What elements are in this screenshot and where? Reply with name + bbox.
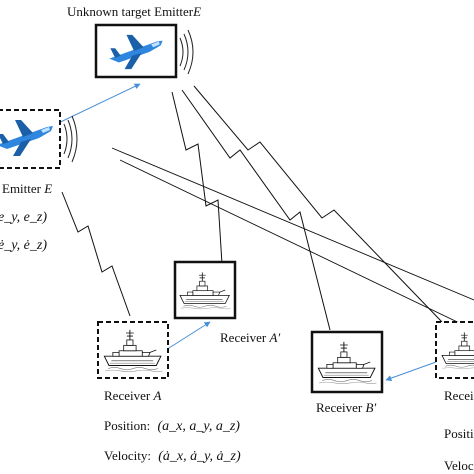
receiver-b-prime-box: [310, 330, 384, 394]
lightning-link-icon: [193, 85, 443, 323]
receiver-b-box: [435, 321, 474, 379]
receiver-b-prime-label: Receiver B′: [316, 400, 376, 416]
receiver-a-prime-box: [173, 260, 237, 320]
receiver-a-box: [97, 321, 169, 379]
receiver-a-position-label: Position:: [104, 418, 151, 433]
target-emitter-label: Unknown target EmitterE: [67, 4, 201, 20]
receiver-b-position-text: Positi: [444, 426, 474, 441]
signal-arc-icon: [179, 29, 194, 75]
emitter-left-text: Emitter: [2, 181, 41, 196]
receiver-a-position-value: (a_x, a_y, a_z): [157, 419, 240, 434]
receiver-a-velocity-row: Velocity: (ȧ_x, ȧ_y, ȧ_z): [104, 448, 241, 465]
lightning-link-icon: [181, 89, 331, 331]
receiver-a-text: Receiver: [104, 388, 151, 403]
receiver-a-position-row: Position: (a_x, a_y, a_z): [104, 418, 240, 435]
receiver-a-velocity-label: Velocity:: [104, 448, 151, 463]
receiver-b-velocity-label: Velocit: [444, 458, 474, 474]
receiver-b-prime-symbol: B′: [365, 400, 377, 415]
target-emitter-symbol: E: [193, 4, 202, 19]
emitter-left-label: Emitter E: [2, 181, 52, 197]
link-lines: [111, 147, 474, 331]
receiver-b-velocity-text: Velocit: [444, 458, 474, 473]
emitter-left-box: [0, 109, 78, 169]
receiver-a-prime-label: Receiver A′: [220, 330, 280, 346]
receiver-a-velocity-value: (ȧ_x, ȧ_y, ȧ_z): [158, 449, 241, 464]
emitter-velocity-partial: ė_y, ė_z): [0, 238, 47, 253]
emitter-position-partial: e_y, e_z): [0, 210, 47, 225]
lightning-link-icon: [171, 91, 223, 265]
receiver-a-label: Receiver A: [104, 388, 161, 404]
receiver-b-position-label: Positi: [444, 426, 474, 442]
receiver-a-prime-symbol: A′: [269, 330, 281, 345]
receiver-b-prime-text: Receiver: [316, 400, 363, 415]
arrow-receiver-b-to-b-prime: [385, 361, 437, 381]
receiver-a-symbol: A: [153, 388, 162, 403]
target-emitter-text: Unknown target Emitter: [67, 4, 194, 19]
lightning-links: [61, 85, 443, 331]
receiver-b-text: Recei: [444, 388, 474, 403]
emitter-left-velocity-value: ė_y, ė_z): [0, 238, 47, 254]
receiver-b-label: Recei: [444, 388, 474, 404]
emitter-left-symbol: E: [44, 181, 53, 196]
target-emitter-box: [94, 23, 194, 79]
link-emitter-to-right-receiver-1: [111, 147, 474, 301]
arrow-emitter-to-target: [47, 83, 141, 129]
lightning-link-icon: [61, 191, 131, 317]
link-emitter-to-right-receiver-2: [119, 159, 474, 331]
emitter-left-position-value: e_y, e_z): [0, 210, 47, 226]
receiver-a-prime-text: Receiver: [220, 330, 267, 345]
signal-arc-icon: [63, 115, 78, 163]
